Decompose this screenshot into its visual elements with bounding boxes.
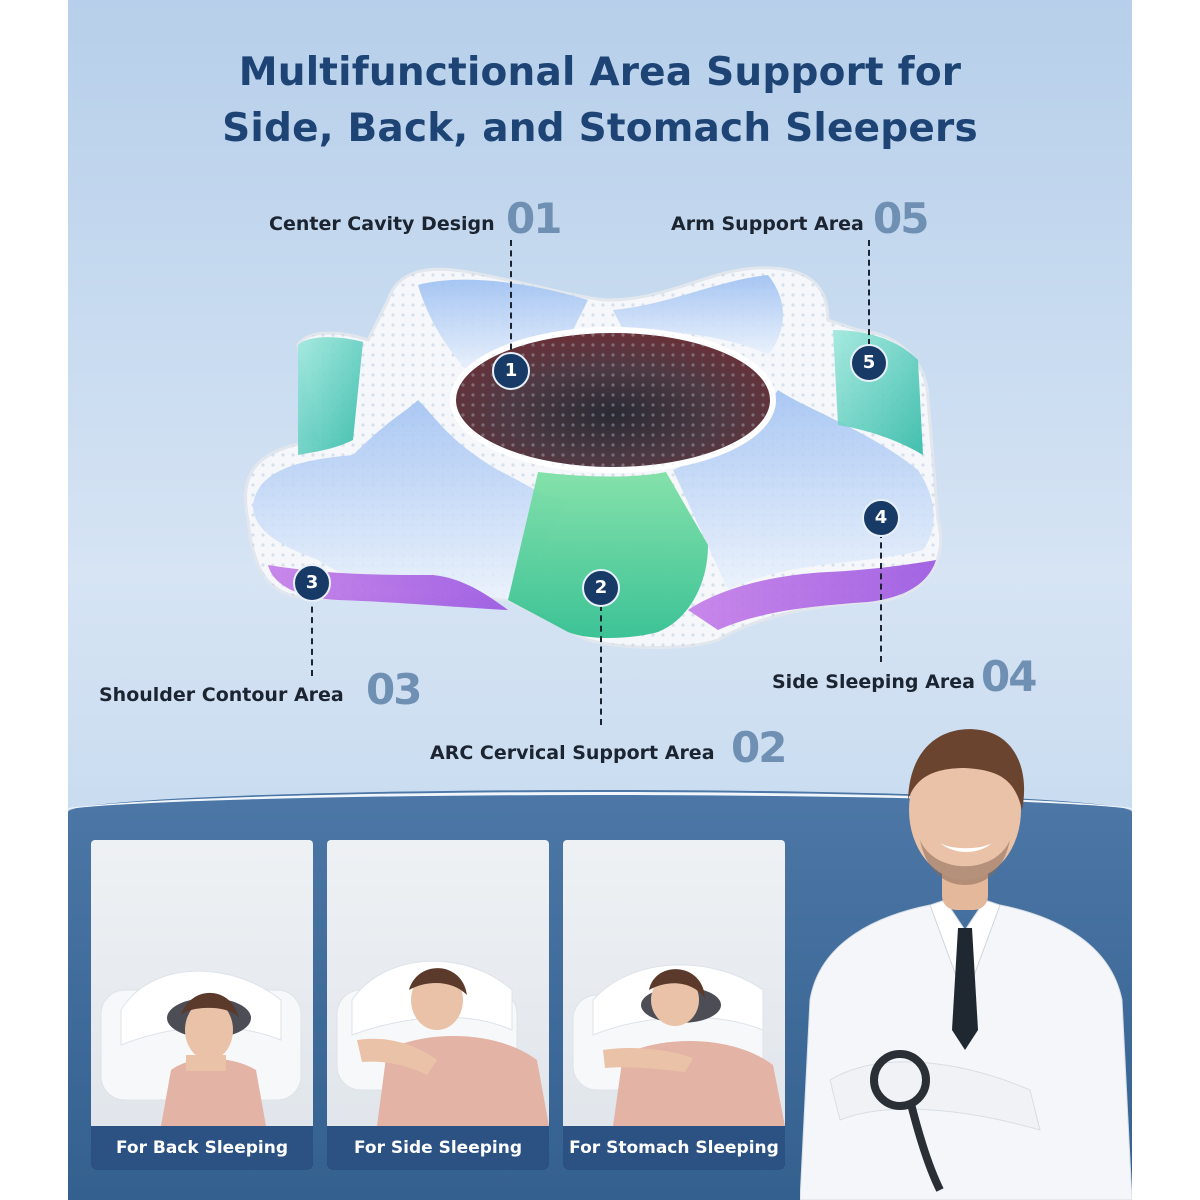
callout-arm-support: Arm Support Area [671,213,864,235]
callout-shoulder-contour: Shoulder Contour Area [99,684,344,706]
card-side-sleeping: For Side Sleeping [327,840,549,1170]
headline-line-2: Side, Back, and Stomach Sleepers [222,106,978,151]
card-stomach-sleeping: For Stomach Sleeping [563,840,785,1170]
card-back-sleeping-label: For Back Sleeping [91,1126,313,1170]
callout-number-04: 04 [981,652,1037,701]
callout-number-05: 05 [873,194,929,243]
callout-center-cavity: Center Cavity Design [269,213,495,235]
side-sleeping-photo [336,960,549,1126]
leader-line-1 [510,240,512,360]
callout-number-03: 03 [366,665,422,714]
callout-arc-cervical: ARC Cervical Support Area [430,742,715,764]
section-divider-curve [68,792,1132,825]
area-badge-1: 1 [492,352,530,390]
callout-side-sleeping: Side Sleeping Area [772,671,975,693]
stomach-sleeping-photo [572,964,785,1126]
card-back-sleeping: For Back Sleeping [91,840,313,1170]
doctor-photo [800,729,1132,1200]
area-badge-3: 3 [293,564,331,602]
pillow-shoulder-contour-right [688,560,936,630]
callout-number-02: 02 [731,723,787,772]
pillow-upper-right-zone [613,275,783,355]
area-badge-5: 5 [850,344,888,382]
pillow-upper-left-zone [418,279,588,372]
card-side-sleeping-label: For Side Sleeping [327,1126,549,1170]
pillow-illustration [244,266,943,649]
headline-line-1: Multifunctional Area Support for [238,50,962,95]
area-badge-2: 2 [582,569,620,607]
pillow-cervical-arc [508,472,708,638]
pillow-arm-pad-left [298,337,363,455]
pillow-lower-left-zone [253,400,568,600]
card-stomach-sleeping-label: For Stomach Sleeping [563,1126,785,1170]
leader-line-2 [600,605,602,725]
infographic-panel: Multifunctional Area Support for Side, B… [68,0,1132,1200]
area-badge-4: 4 [862,499,900,537]
leader-line-4 [880,532,882,662]
leader-line-5 [868,240,870,345]
callout-number-01: 01 [506,194,562,243]
leader-line-3 [311,596,313,676]
back-sleeping-photo [100,970,302,1126]
